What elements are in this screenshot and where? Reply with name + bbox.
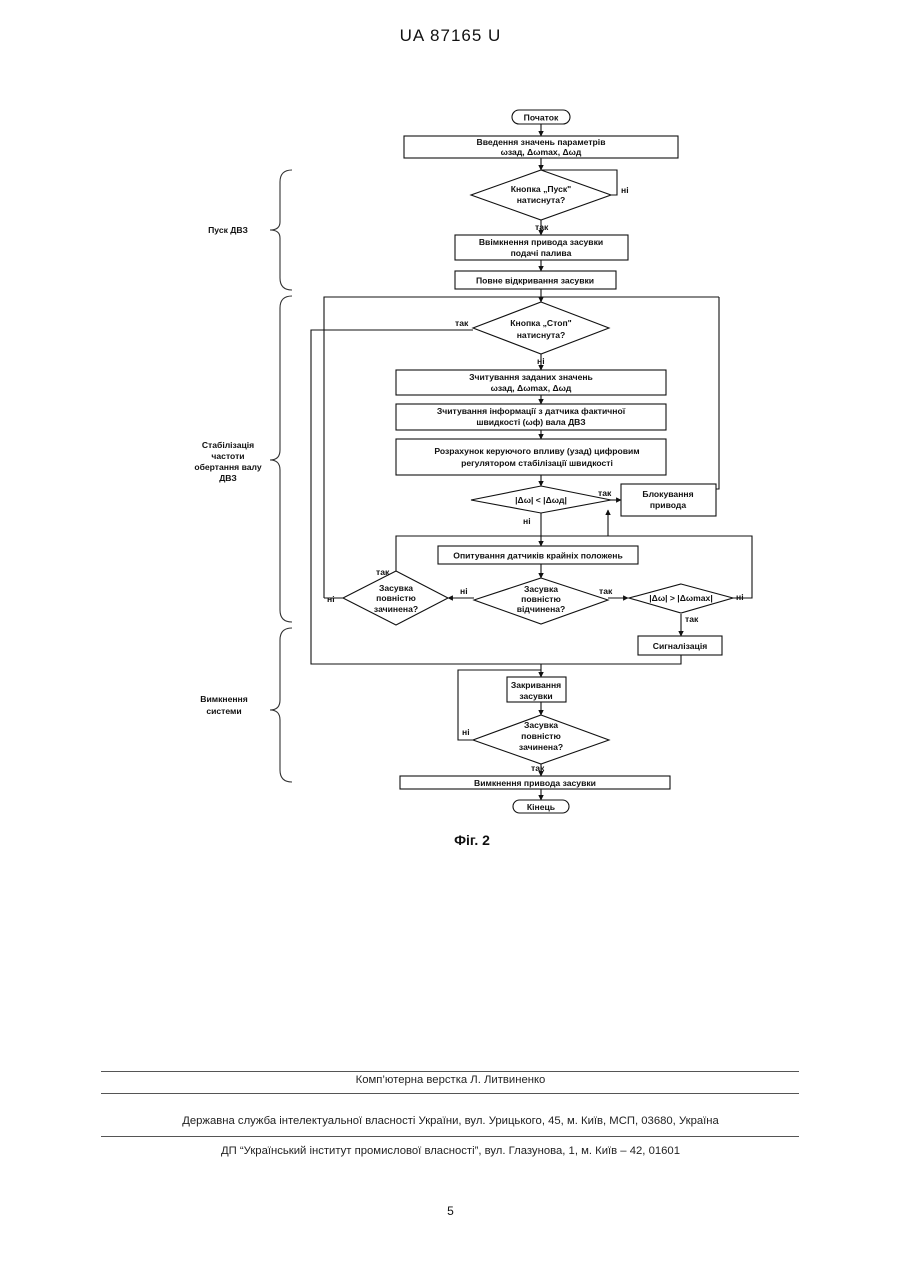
- label-yes-start: так: [535, 222, 549, 232]
- section-label-start: Пуск ДВЗ: [208, 225, 248, 235]
- start-terminal: Початок: [512, 110, 570, 124]
- svg-text:Розрахунок керуючого впливу (y: Розрахунок керуючого впливу (yзад) цифро…: [434, 446, 639, 456]
- input-parameters-box: Введення значень параметрів ωзад, Δωmax,…: [404, 136, 678, 158]
- svg-text:|Δω| < |Δωд|: |Δω| < |Δωд|: [515, 495, 567, 505]
- svg-text:ωзад, Δωmax, Δωд: ωзад, Δωmax, Δωд: [501, 147, 582, 157]
- end-terminal: Кінець: [513, 800, 569, 813]
- read-sensor-box: Зчитування інформації з датчика фактично…: [396, 404, 666, 430]
- svg-text:регулятором стабілізації швидк: регулятором стабілізації швидкості: [461, 458, 613, 468]
- valve-closed-decision-2: Засувка повністю зачинена?: [473, 715, 609, 764]
- label-no-open: ні: [460, 586, 468, 596]
- label-yes-stop: так: [455, 318, 469, 328]
- enable-drive-box: Ввімкнення привода засувки подачі палива: [455, 235, 628, 260]
- footer-institute-address: ДП “Український інститут промислової вла…: [0, 1145, 901, 1157]
- svg-text:Вимкнення привода засувки: Вимкнення привода засувки: [474, 778, 596, 788]
- figure-caption: Фіг. 2: [454, 832, 490, 848]
- svg-text:привода: привода: [650, 500, 686, 510]
- brace-shutdown-section: [270, 628, 292, 782]
- max-deviation-decision: |Δω| > |Δωmax|: [629, 584, 733, 613]
- footer-rule-1: [101, 1071, 799, 1072]
- svg-text:повністю: повністю: [521, 731, 561, 741]
- footer-rule-3: [101, 1136, 799, 1137]
- flowchart: Пуск ДВЗ Стабілізація частоти обертання …: [0, 0, 901, 860]
- label-no-start: ні: [621, 185, 629, 195]
- brace-stab-section: [270, 296, 292, 622]
- label-no-stop: ні: [537, 356, 545, 366]
- label-yes-max: так: [685, 614, 699, 624]
- svg-text:натиснута?: натиснута?: [517, 195, 566, 205]
- svg-text:Опитування датчиків крайніх по: Опитування датчиків крайніх положень: [453, 551, 622, 561]
- svg-text:Кінець: Кінець: [527, 802, 555, 812]
- svg-text:зачинена?: зачинена?: [519, 742, 563, 752]
- svg-text:повністю: повністю: [376, 593, 416, 603]
- svg-text:Засувка: Засувка: [524, 584, 558, 594]
- section-label-stab-4: ДВЗ: [219, 473, 237, 483]
- svg-text:ωзад, Δωmax, Δωд: ωзад, Δωmax, Δωд: [491, 383, 572, 393]
- section-label-stab-3: обертання валу: [194, 462, 262, 472]
- svg-text:засувки: засувки: [519, 691, 552, 701]
- svg-text:Ввімкнення привода засувки: Ввімкнення привода засувки: [479, 237, 603, 247]
- label-no-compare: ні: [523, 516, 531, 526]
- svg-text:Кнопка „Стоп": Кнопка „Стоп": [510, 318, 571, 328]
- compare-decision: |Δω| < |Δωд|: [471, 486, 611, 513]
- svg-text:Введення значень параметрів: Введення значень параметрів: [477, 137, 606, 147]
- svg-text:Засувка: Засувка: [524, 720, 558, 730]
- footer-typesetter: Комп’ютерна верстка Л. Литвиненко: [0, 1074, 901, 1086]
- svg-text:відчинена?: відчинена?: [517, 604, 566, 614]
- svg-text:Зчитування заданих значень: Зчитування заданих значень: [469, 372, 593, 382]
- section-label-shutdown-2: системи: [206, 706, 241, 716]
- block-drive-box: Блокування привода: [621, 484, 716, 516]
- svg-text:подачі палива: подачі палива: [511, 248, 572, 258]
- disable-drive-box: Вимкнення привода засувки: [400, 776, 670, 789]
- label-no-max: ні: [736, 592, 744, 602]
- valve-closed-decision: Засувка повністю зачинена?: [343, 571, 448, 625]
- svg-text:Кнопка „Пуск": Кнопка „Пуск": [511, 184, 572, 194]
- alarm-box: Сигналізація: [638, 636, 722, 655]
- stop-button-decision: Кнопка „Стоп" натиснута?: [473, 302, 609, 354]
- svg-text:|Δω| > |Δωmax|: |Δω| > |Δωmax|: [649, 593, 712, 603]
- label-yes-compare: так: [598, 488, 612, 498]
- valve-open-decision: Засувка повністю відчинена?: [474, 578, 608, 624]
- full-open-box: Повне відкривання засувки: [455, 271, 616, 289]
- label-no-closed2: ні: [462, 727, 470, 737]
- svg-text:Зчитування інформації з датчик: Зчитування інформації з датчика фактично…: [437, 406, 626, 416]
- poll-sensors-box: Опитування датчиків крайніх положень: [438, 546, 638, 564]
- svg-text:повністю: повністю: [521, 594, 561, 604]
- svg-text:зачинена?: зачинена?: [374, 604, 418, 614]
- svg-text:Засувка: Засувка: [379, 583, 413, 593]
- close-valve-box: Закривання засувки: [507, 677, 566, 702]
- section-label-stab-1: Стабілізація: [202, 440, 254, 450]
- section-label-stab-2: частоти: [211, 451, 244, 461]
- footer-rule-2: [101, 1093, 799, 1094]
- svg-text:Повне відкривання засувки: Повне відкривання засувки: [476, 276, 594, 286]
- section-label-shutdown-1: Вимкнення: [200, 694, 248, 704]
- footer-office-address: Державна служба інтелектуальної власност…: [0, 1115, 901, 1127]
- brace-start-section: [270, 170, 292, 290]
- svg-text:натиснута?: натиснута?: [517, 330, 566, 340]
- label-yes-open: так: [599, 586, 613, 596]
- read-set-values-box: Зчитування заданих значень ωзад, Δωmax, …: [396, 370, 666, 395]
- page-number: 5: [0, 1204, 901, 1218]
- compute-control-box: Розрахунок керуючого впливу (yзад) цифро…: [396, 439, 666, 475]
- label-no-closed: ні: [327, 594, 335, 604]
- svg-text:Сигналізація: Сигналізація: [653, 641, 708, 651]
- svg-text:Закривання: Закривання: [511, 680, 561, 690]
- label-yes-closed2: так: [531, 763, 545, 773]
- svg-text:Блокування: Блокування: [642, 489, 693, 499]
- start-button-decision: Кнопка „Пуск" натиснута?: [471, 170, 611, 220]
- svg-text:швидкості (ωф) вала ДВЗ: швидкості (ωф) вала ДВЗ: [476, 417, 585, 427]
- label-yes-closed: так: [376, 567, 390, 577]
- svg-text:Початок: Початок: [524, 113, 559, 123]
